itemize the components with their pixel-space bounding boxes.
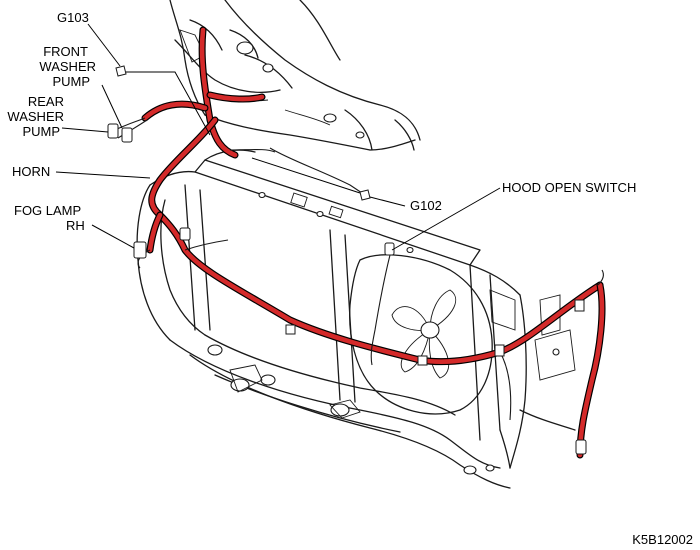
label-front-washer-pump-line-2: WASHER <box>39 59 96 74</box>
g103-ground-bolt <box>115 65 127 77</box>
callout-labels: G103 FRONT WASHER PUMP REAR WASHER PUMP … <box>7 10 693 547</box>
label-hood-open-switch: HOOD OPEN SWITCH <box>502 180 636 195</box>
label-rear-washer-pump-line-2: WASHER <box>7 109 64 124</box>
figure-id: K5B12002 <box>632 532 693 547</box>
label-horn: HORN <box>12 164 50 179</box>
label-g102: G102 <box>410 198 442 213</box>
label-front-washer-pump-line-1: FRONT <box>43 44 88 59</box>
label-fog-lamp-rh-line-1: FOG LAMP <box>14 203 81 218</box>
leader-lines <box>55 23 501 251</box>
horn-connector <box>179 227 191 241</box>
wire-leads <box>107 65 604 455</box>
radiator-support <box>136 149 576 489</box>
cooling-fan <box>391 289 456 379</box>
harness-clip <box>417 355 428 366</box>
label-fog-lamp-rh-line-2: RH <box>66 218 85 233</box>
g102-ground-bolt <box>359 189 371 201</box>
harness-clip <box>494 344 505 357</box>
label-front-washer-pump-line-3: PUMP <box>52 74 90 89</box>
label-rear-washer-pump-line-3: PUMP <box>22 124 60 139</box>
fog-lamp-rh-connector <box>133 241 147 259</box>
harness-clip <box>574 299 585 312</box>
harness-clip <box>285 324 296 335</box>
front-washer-pump-connector <box>121 127 133 143</box>
rear-washer-pump-connector <box>107 123 119 139</box>
label-rear-washer-pump-line-1: REAR <box>28 94 64 109</box>
label-g103: G103 <box>57 10 89 25</box>
hood-open-switch-connector <box>384 242 395 256</box>
harness-end-connector <box>575 439 587 455</box>
